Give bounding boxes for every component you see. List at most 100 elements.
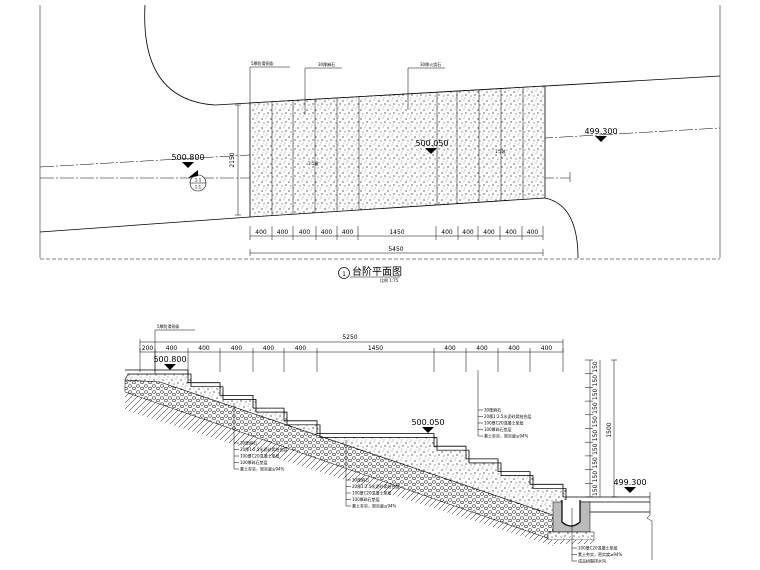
layer-label: 100厚碎石垫层	[240, 459, 268, 465]
plan-dim-label: 400	[462, 229, 474, 236]
label-stone-a: 30厚麻石	[318, 61, 335, 67]
plan-dim-label: 400	[299, 229, 311, 236]
riser-dim-label: 150	[592, 402, 599, 414]
section-dim-label: 400	[231, 345, 243, 352]
drain-base	[547, 531, 595, 541]
section-dim-label: 400	[444, 345, 456, 352]
drain-soil	[548, 540, 594, 544]
section-marker-bottom: 1:1	[195, 185, 202, 190]
label-stone-b: 30厚火烧石	[420, 61, 441, 67]
riser-dim-label: 150	[592, 416, 599, 428]
leader-anti-slip	[249, 66, 290, 105]
layer-label: 20厚1:2.5水泥砂浆结合层	[352, 483, 399, 489]
elevation-marker-icon	[595, 136, 607, 142]
plan-total-dim: 5450	[388, 246, 403, 253]
riser-dim-label: 150	[592, 443, 599, 455]
plan-title-number: 1	[342, 271, 346, 278]
riser-dim-label: 150	[592, 471, 599, 483]
elevation-marker-icon	[182, 162, 194, 168]
slope-label: 1:5坡	[308, 160, 318, 166]
layer-label: 素土夯实，密实度≥94%	[484, 433, 528, 439]
section-elevation-bottom: 499.300	[613, 478, 646, 487]
section-elevation-top: 500.800	[153, 355, 186, 364]
layer-label: 30厚麻石	[240, 440, 257, 446]
plan-dim-label: 400	[255, 229, 267, 236]
plan-dim-label: 400	[505, 229, 517, 236]
plan-dim-label: 1450	[389, 229, 404, 236]
plan-title: 1 台阶平面图 比例 1:75	[338, 265, 402, 283]
break-line	[646, 492, 653, 560]
section-dim-label: 200	[142, 345, 154, 352]
plan-dim-label: 400	[527, 229, 539, 236]
layer-label: 素土夯实，密实度≥94%	[578, 551, 622, 557]
elevation-mid: 500.050	[415, 139, 448, 148]
layer-label: 20厚1:2.5水泥砂浆结合层	[484, 413, 531, 419]
layer-label: 100厚C20混凝土垫层	[240, 453, 280, 459]
drain-channel	[561, 500, 581, 527]
gravel-layer	[124, 379, 554, 541]
riser-total-dim-line	[611, 359, 617, 498]
layer-label: 100厚C20混凝土垫层	[578, 545, 618, 551]
curb-arc-top	[144, 4, 251, 106]
elevation-marker-icon	[624, 487, 636, 493]
section-dim-label: 400	[476, 345, 488, 352]
section-marker: 1-1 1:1	[188, 170, 207, 192]
layer-label: 20厚1:2.5水泥砂浆结合层	[240, 446, 287, 452]
plan-dim-label: 400	[483, 229, 495, 236]
section-dim-label: 400	[295, 345, 307, 352]
layer-label: 30厚麻石	[352, 477, 369, 483]
layer-label: 30厚麻石	[484, 407, 501, 413]
slope-label: 1:5坡	[495, 148, 505, 154]
plan-title-text: 台阶平面图	[352, 265, 402, 278]
label-anti-slip: 5厚防滑铜条	[251, 60, 274, 66]
layer-label: 100厚碎石垫层	[352, 496, 380, 502]
section-label-anti-slip: 5厚防滑铜条	[157, 323, 180, 329]
riser-dim-label: 150	[592, 430, 599, 442]
layer-label: 素土夯实，密实度≥94%	[240, 466, 284, 472]
riser-dim-label: 150	[592, 388, 599, 400]
layer-label: 100厚C20混凝土垫层	[484, 420, 524, 426]
section-dim-label: 400	[541, 345, 553, 352]
width-dim: 2150	[229, 152, 236, 167]
riser-dim-label: 150	[592, 457, 599, 469]
section-elevation-mid: 500.050	[411, 418, 444, 427]
section-dim-label: 400	[263, 345, 275, 352]
layer-label: 100厚碎石垫层	[484, 426, 512, 432]
layer-label: 100厚C20混凝土垫层	[352, 490, 392, 496]
elevation-right: 499.300	[584, 127, 617, 136]
plan-dim-label: 400	[342, 229, 354, 236]
elevation-marker-icon	[422, 427, 434, 433]
elevation-marker-icon	[425, 148, 437, 154]
section-total-dim: 5250	[342, 334, 357, 341]
plan-dim-label: 400	[321, 229, 333, 236]
road-edge-bottom	[39, 216, 251, 233]
soil-layer	[125, 392, 553, 546]
riser-dim-label: 150	[592, 375, 599, 387]
stair-tread-lines	[271, 87, 524, 216]
plan-scale: 比例 1:75	[380, 277, 399, 283]
plan-view: 2150 5厚防滑铜条 30厚麻石 30厚火烧石 500.800 500.050…	[39, 4, 721, 283]
stair-paving-hatch	[249, 85, 546, 218]
curb-arc-bottom	[544, 197, 579, 259]
leader-stone-a	[304, 67, 342, 115]
section-dim-label: 400	[198, 345, 210, 352]
plan-dimension-chain: 400 400 400 400 400 1450 400 400 400 400 400	[249, 226, 544, 240]
section-marker-top: 1-1	[195, 178, 202, 183]
elevation-marker-icon	[164, 364, 176, 370]
section-dim-label: 1450	[368, 345, 383, 352]
plan-frame	[39, 5, 721, 258]
riser-dim-label: 150	[592, 484, 599, 496]
plan-dim-label: 400	[277, 229, 289, 236]
layer-label: 素土夯实，密实度≥94%	[352, 503, 396, 509]
mortar-layer-profile	[128, 373, 567, 501]
section-dim-label: 400	[508, 345, 520, 352]
layer-callouts: 30厚麻石20厚1:2.5水泥砂浆结合层100厚C20混凝土垫层100厚碎石垫层…	[233, 370, 622, 564]
plan-dim-label: 400	[441, 229, 453, 236]
riser-total: 1500	[606, 422, 613, 437]
width-dim-line	[235, 104, 241, 216]
leader-stone-b	[407, 67, 445, 110]
